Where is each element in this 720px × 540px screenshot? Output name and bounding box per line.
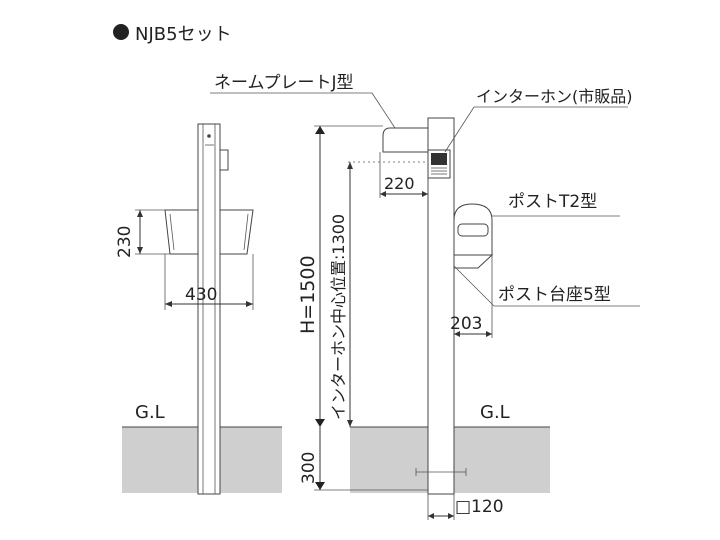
dim-120: □120 (455, 497, 504, 517)
front-post (427, 117, 455, 495)
dim-430: 430 (185, 285, 217, 305)
side-post (197, 123, 221, 495)
nameplate-j (382, 127, 429, 153)
side-view: 230 430 (115, 123, 254, 495)
ground-label-right: G.L (480, 402, 510, 423)
front-view: H=1500 インターホン中心位置:1300 220 203 300 □120 (210, 73, 640, 520)
side-intercom (219, 149, 229, 171)
title-group: NJB5セット (113, 24, 232, 45)
label-post-t2: ポストT2型 (508, 192, 597, 212)
dim-height: H=1500 (297, 255, 319, 334)
side-fixing-dot (207, 134, 211, 138)
page-title: NJB5セット (135, 24, 232, 45)
dim-203: 203 (450, 314, 482, 334)
label-post-base: ポスト台座5型 (498, 285, 611, 305)
post-base-5 (453, 254, 494, 269)
label-nameplate: ネームプレートJ型 (214, 73, 353, 93)
dim-300: 300 (299, 452, 319, 484)
label-intercom: インターホン(市販品) (476, 87, 633, 106)
ground-label-left: G.L (135, 402, 165, 423)
dim-220: 220 (384, 174, 415, 193)
title-bullet-icon (113, 24, 129, 40)
dim-intercom-center: インターホン中心位置:1300 (329, 214, 348, 420)
dim-230: 230 (115, 226, 135, 258)
